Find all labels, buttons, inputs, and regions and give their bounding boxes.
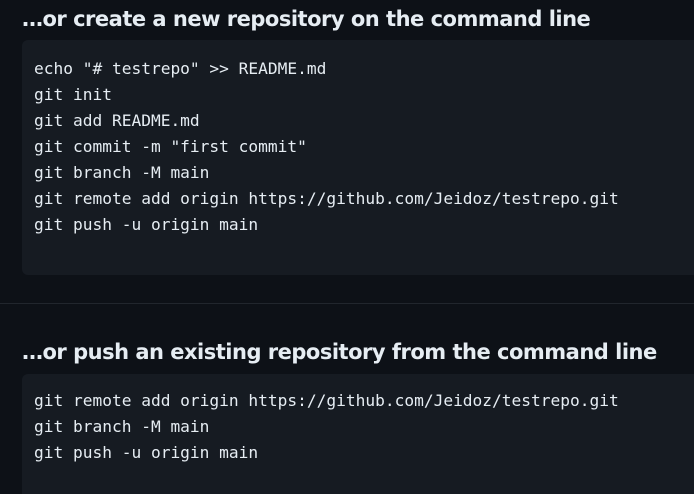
- code-line[interactable]: git add README.md: [34, 111, 200, 130]
- create-repo-code-block[interactable]: echo "# testrepo" >> README.md git init …: [22, 40, 694, 275]
- push-repo-code-block[interactable]: git remote add origin https://github.com…: [22, 374, 694, 494]
- create-repo-section: …or create a new repository on the comma…: [22, 7, 694, 275]
- code-line[interactable]: git branch -M main: [34, 417, 210, 436]
- section-divider: [0, 303, 694, 304]
- code-line[interactable]: git branch -M main: [34, 163, 210, 182]
- code-line[interactable]: git push -u origin main: [34, 215, 259, 234]
- push-repo-heading: …or push an existing repository from the…: [22, 340, 657, 364]
- code-line[interactable]: git remote add origin https://github.com…: [34, 391, 619, 410]
- code-line[interactable]: echo "# testrepo" >> README.md: [34, 59, 327, 78]
- code-line[interactable]: git init: [34, 85, 112, 104]
- create-repo-heading: …or create a new repository on the comma…: [22, 7, 591, 31]
- code-line[interactable]: git push -u origin main: [34, 443, 259, 462]
- push-repo-section: …or push an existing repository from the…: [0, 304, 694, 494]
- code-line[interactable]: git remote add origin https://github.com…: [34, 189, 619, 208]
- code-line[interactable]: git commit -m "first commit": [34, 137, 307, 156]
